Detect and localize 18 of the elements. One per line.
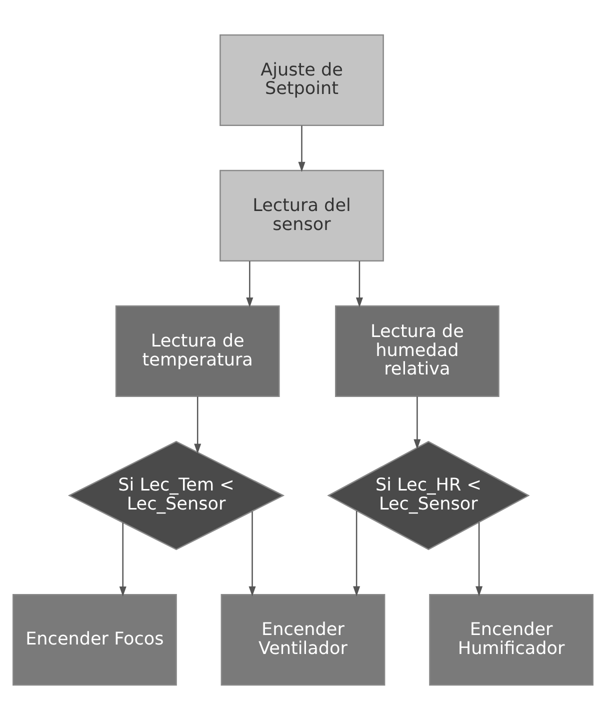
arrow <box>476 522 483 596</box>
arrow <box>119 522 126 597</box>
node-box: Encender Humificador <box>429 594 594 686</box>
arrow <box>194 396 202 454</box>
arrow <box>414 396 421 450</box>
node-box: Lectura del sensor <box>220 170 384 262</box>
node-box: Lectura de temperatura <box>115 305 280 398</box>
arrow <box>246 261 254 308</box>
arrow <box>353 510 360 596</box>
node-box: Encender Ventilador <box>220 594 386 686</box>
arrow <box>356 261 363 308</box>
node-diamond: Si Lec_HR < Lec_Sensor <box>327 440 530 550</box>
node-box: Ajuste de Setpoint <box>220 34 384 126</box>
node-box: Lectura de humedad relativa <box>335 305 500 398</box>
arrow <box>298 126 306 172</box>
node-diamond: Si Lec_Tem < Lec_Sensor <box>68 440 285 550</box>
arrow <box>248 512 256 596</box>
node-box: Encender Focos <box>12 594 177 686</box>
